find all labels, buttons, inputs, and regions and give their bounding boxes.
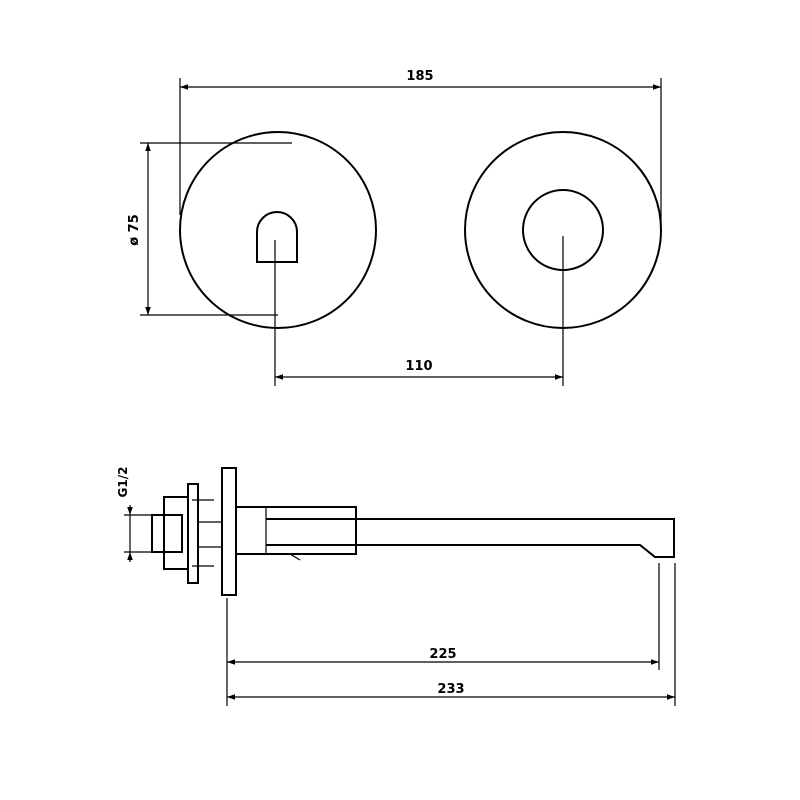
side-view: G1/2 225 233	[116, 467, 676, 706]
dim-label-diameter-75: ø 75	[127, 214, 142, 246]
wall-plate	[221, 467, 237, 596]
dimension-center-distance: 110	[274, 236, 564, 386]
left-cover-plate	[179, 131, 377, 329]
dim-label-g12: G1/2	[116, 467, 130, 498]
front-view: 185 ø 75 110	[127, 69, 662, 386]
dim-label-110: 110	[405, 359, 432, 374]
dimension-thread: G1/2	[116, 467, 152, 562]
dim-label-185: 185	[406, 69, 433, 84]
dimension-spout-reach: 225	[226, 563, 660, 706]
dimension-plate-diameter: ø 75	[127, 142, 292, 316]
dim-label-225: 225	[429, 647, 456, 662]
valve-body	[151, 483, 222, 584]
dimension-overall-width: 185	[179, 69, 662, 230]
dimension-overall-length: 233	[227, 563, 676, 706]
spout-outlet	[256, 211, 298, 263]
dim-label-233: 233	[437, 682, 464, 697]
spout	[235, 506, 675, 561]
